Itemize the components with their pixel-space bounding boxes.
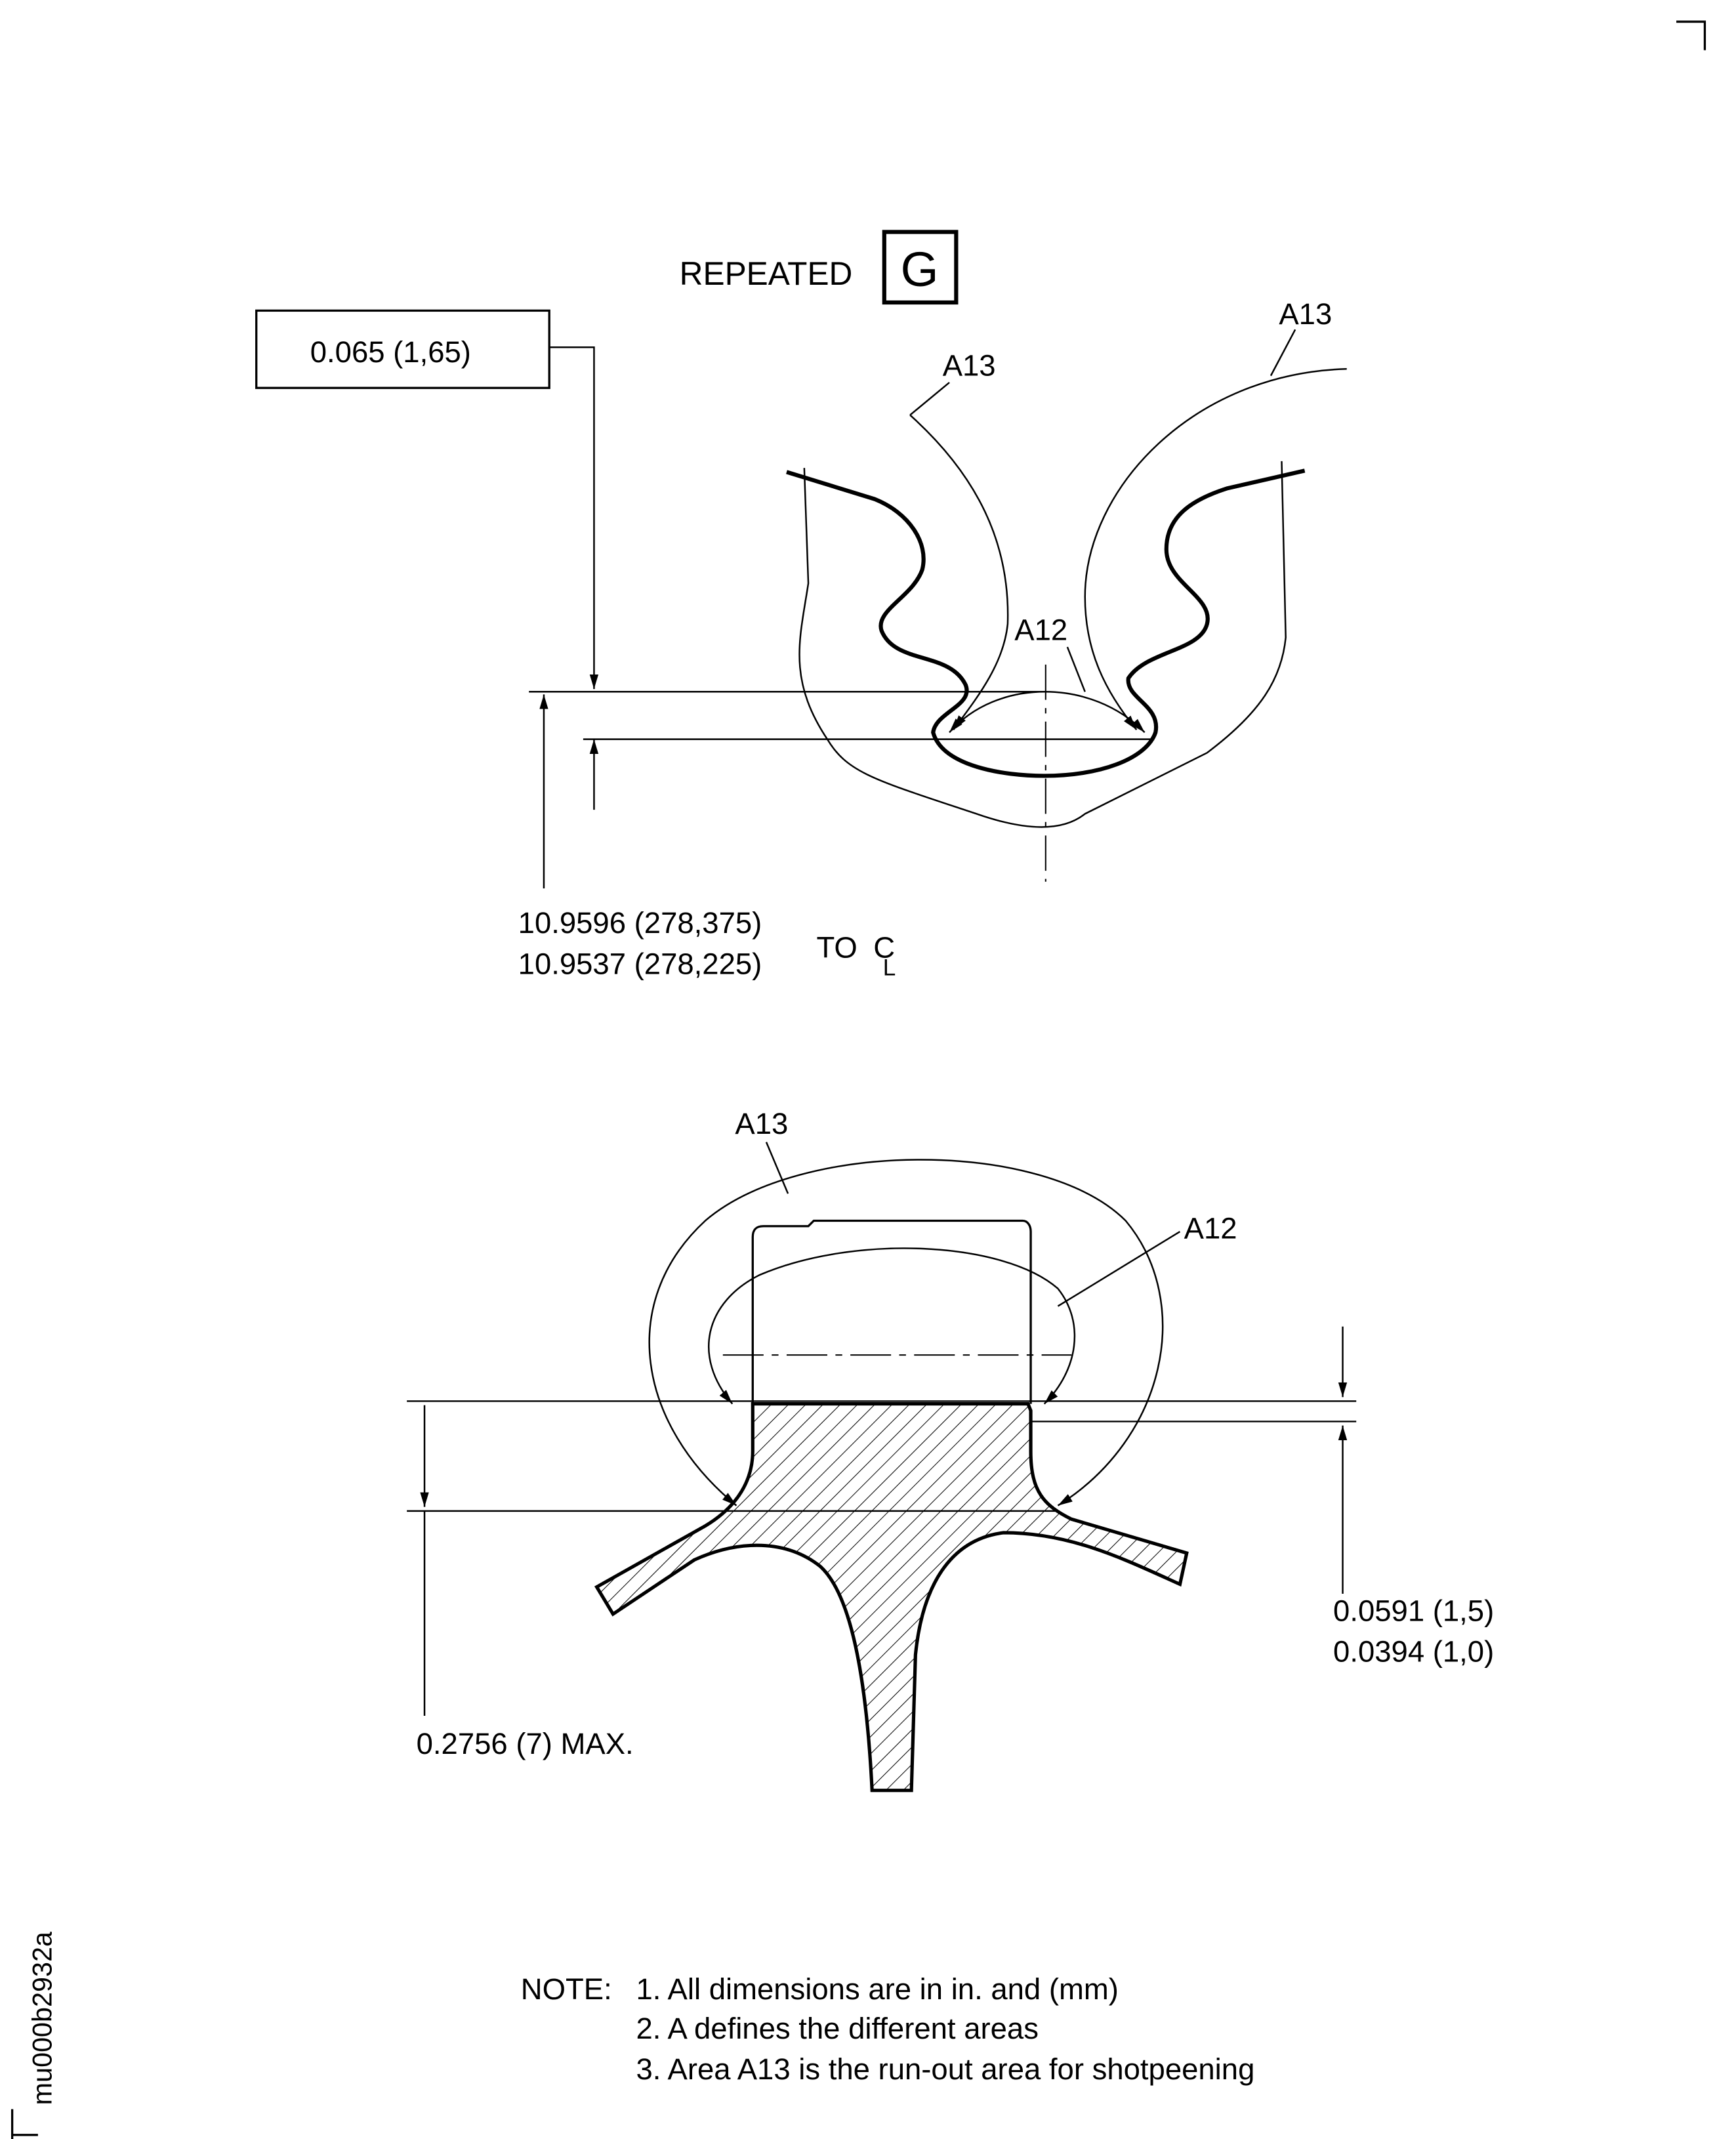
notes: NOTE: 1. All dimensions are in in. and (… — [521, 1972, 1255, 2086]
callout-box — [255, 309, 550, 389]
notes-header: NOTE: — [521, 1972, 612, 2006]
callout-leader — [549, 346, 599, 690]
blade-outline — [751, 1219, 1032, 1404]
centerline-l: L — [883, 955, 896, 980]
a12-bottom-leader — [1057, 1230, 1181, 1307]
reference-id: mu000b2932a — [28, 1932, 58, 2105]
a13-left-leader — [909, 381, 950, 416]
corner-mark-bottom-left — [10, 2109, 38, 2139]
a13-right-arc — [1084, 368, 1347, 730]
a12-bottom-arc — [708, 1247, 1076, 1405]
a13-right-leader — [1270, 329, 1296, 377]
to-centerline-text: TO — [816, 930, 857, 964]
dim-line-2: 10.9537 (278,225) — [518, 947, 762, 980]
dim-right-line-1: 0.0591 (1,5) — [1333, 1594, 1494, 1627]
repeated-label: REPEATED — [680, 255, 853, 292]
repeated-flag-box — [882, 230, 959, 305]
repeated-flag: G — [901, 242, 939, 297]
dim-right-line-2: 0.0394 (1,0) — [1333, 1634, 1494, 1668]
a12-leader — [1066, 646, 1086, 692]
slot-profile — [786, 468, 1306, 778]
a12-top-label: A12 — [1014, 613, 1067, 647]
a13-outline — [798, 461, 1287, 828]
top-view: REPEATED G 0.065 (1,65) A13 A13 A12 10.9… — [255, 230, 1347, 980]
hatched-section — [594, 1402, 1189, 1793]
note-1: 1. All dimensions are in in. and (mm) — [636, 1972, 1119, 2006]
a13-left-arc — [909, 414, 1009, 730]
dim-line-1: 10.9596 (278,375) — [518, 906, 762, 940]
callout-box-text: 0.065 (1,65) — [310, 335, 471, 369]
a13-bottom-arc — [648, 1159, 1164, 1506]
a12-bottom-label: A12 — [1184, 1211, 1237, 1245]
note-3: 3. Area A13 is the run-out area for shot… — [636, 2052, 1255, 2086]
a13-top-left-label: A13 — [943, 349, 996, 383]
a13-top-right-label: A13 — [1279, 297, 1332, 331]
top-extension-lines — [529, 691, 1153, 740]
corner-mark-top-right — [1676, 20, 1706, 51]
a12-arc — [949, 691, 1146, 734]
centerline-c: C — [873, 930, 895, 964]
a13-bottom-leader — [765, 1142, 789, 1194]
dim-left-max: 0.2756 (7) MAX. — [417, 1727, 634, 1760]
note-2: 2. A defines the different areas — [636, 2012, 1039, 2045]
bottom-view: A13 A12 0.0591 (1,5) 0.0394 (1,0) 0.2756… — [407, 1107, 1494, 1793]
bottom-extension-lines — [407, 1400, 1357, 1512]
a13-bottom-label: A13 — [735, 1107, 788, 1140]
